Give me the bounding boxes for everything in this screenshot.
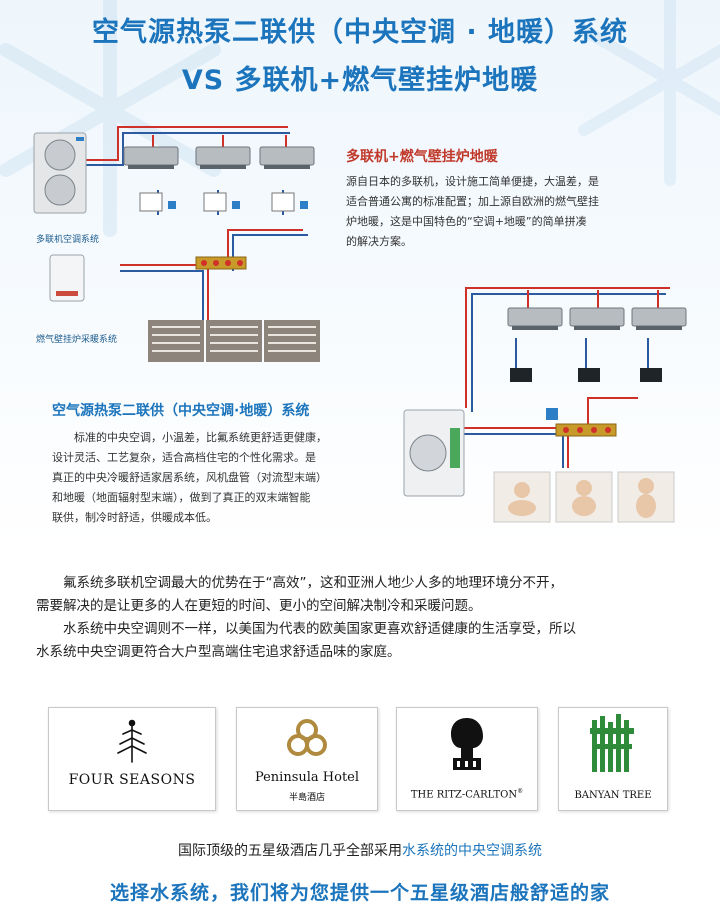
vrf-description: 源自日本的多联机，设计施工简单便捷，大温差，是 适合普通公寓的标准配置；加上源自… <box>346 172 676 252</box>
heatpump-heading: 空气源热泵二联供（中央空调·地暖）系统 <box>52 403 310 419</box>
heatpump-line: 设计灵活、工艺复杂，适合高档住宅的个性化需求。是 <box>52 451 316 464</box>
body-line: 需要解决的是让更多的人在更短的时间、更小的空间解决制冷和采暖问题。 <box>36 598 482 614</box>
hotel-statement: 国际顶级的五星级酒店几乎全部采用水系统的中央空调系统 <box>0 840 720 860</box>
boiler-caption: 燃气壁挂炉采暖系统 <box>36 335 118 345</box>
heatpump-line: 真正的中央冷暖舒适家居系统，风机盘管（对流型末端） <box>52 471 327 484</box>
page-title-line2: VS 多联机+燃气壁挂炉地暖 <box>181 65 539 96</box>
banyan-text: BANYAN TREE <box>574 790 652 801</box>
banyan-tree-icon <box>590 714 634 772</box>
vrf-line: 的解决方案。 <box>346 235 412 248</box>
heatpump-line: 联供，制冷时舒适，供暖成本低。 <box>52 511 217 524</box>
vrf-line: 炉地暖，这是中国特色的“空调+地暖”的简单拼凑 <box>346 215 587 228</box>
vrf-line: 适合普通公寓的标准配置；加上源自欧洲的燃气壁挂 <box>346 195 599 208</box>
ritz-lion-icon <box>451 718 483 770</box>
snowflake-decoration-right <box>578 0 720 186</box>
wall-boiler <box>49 254 85 302</box>
logo-banyan-tree: BANYAN TREE <box>558 707 668 811</box>
ritz-registered: ® <box>517 788 524 795</box>
peninsula-cn-text: 半島酒店 <box>288 793 325 803</box>
vrf-system-diagram <box>33 126 320 362</box>
four-seasons-text: FOUR SEASONS <box>68 772 196 788</box>
body-line: 氟系统多联机空调最大的优势在于“高效”，这和亚洲人地少人多的地理环境分不开， <box>63 575 563 591</box>
vrf-heading: 多联机+燃气壁挂炉地暖 <box>346 149 498 165</box>
heatpump-line: 标准的中央空调，小温差，比氟系统更舒适更健康， <box>74 431 327 444</box>
heat-pump-system-diagram <box>403 287 687 523</box>
statement-prefix: 国际顶级的五星级酒店几乎全部采用 <box>178 843 402 859</box>
slogan: 选择水系统，我们将为您提供一个五星级酒店般舒适的家 <box>109 882 610 904</box>
body-line: 水系统中央空调更符合大户型高端住宅追求舒适品味的家庭。 <box>36 644 401 660</box>
page-title-line1: 空气源热泵二联供（中央空调 · 地暖）系统 <box>91 17 629 48</box>
vrf-outdoor-unit <box>33 132 87 214</box>
vrf-line: 源自日本的多联机，设计施工简单便捷，大温差，是 <box>346 175 599 188</box>
four-seasons-tree-icon <box>117 719 147 763</box>
ritz-text: THE RITZ-CARLTON® <box>397 788 537 800</box>
peninsula-knot-icon <box>287 719 327 756</box>
ritz-name: THE RITZ-CARLTON <box>410 789 518 801</box>
peninsula-text: Peninsula Hotel <box>254 770 360 785</box>
body-line: 水系统中央空调则不一样，以美国为代表的欧美国家更喜欢舒适健康的生活享受，所以 <box>63 621 576 637</box>
vrf-caption: 多联机空调系统 <box>36 235 100 245</box>
heat-pump-outdoor-unit <box>403 409 465 497</box>
logo-peninsula: Peninsula Hotel 半島酒店 <box>236 707 378 811</box>
heatpump-description: 标准的中央空调，小温差，比氟系统更舒适更健康， 设计灵活、工艺复杂，适合高档住宅… <box>52 428 392 528</box>
statement-highlight: 水系统的中央空调系统 <box>402 843 542 859</box>
logo-ritz-carlton: THE RITZ-CARLTON® <box>396 707 538 811</box>
floor-heating-photos <box>493 471 675 523</box>
body-paragraphs: 氟系统多联机空调最大的优势在于“高效”，这和亚洲人地少人多的地理环境分不开， 需… <box>36 572 696 664</box>
logo-four-seasons: FOUR SEASONS <box>48 707 216 811</box>
heatpump-line: 和地暖（地面辐射型末端），做到了真正的双末端智能 <box>52 491 311 504</box>
floor-heating-panels <box>148 320 320 362</box>
